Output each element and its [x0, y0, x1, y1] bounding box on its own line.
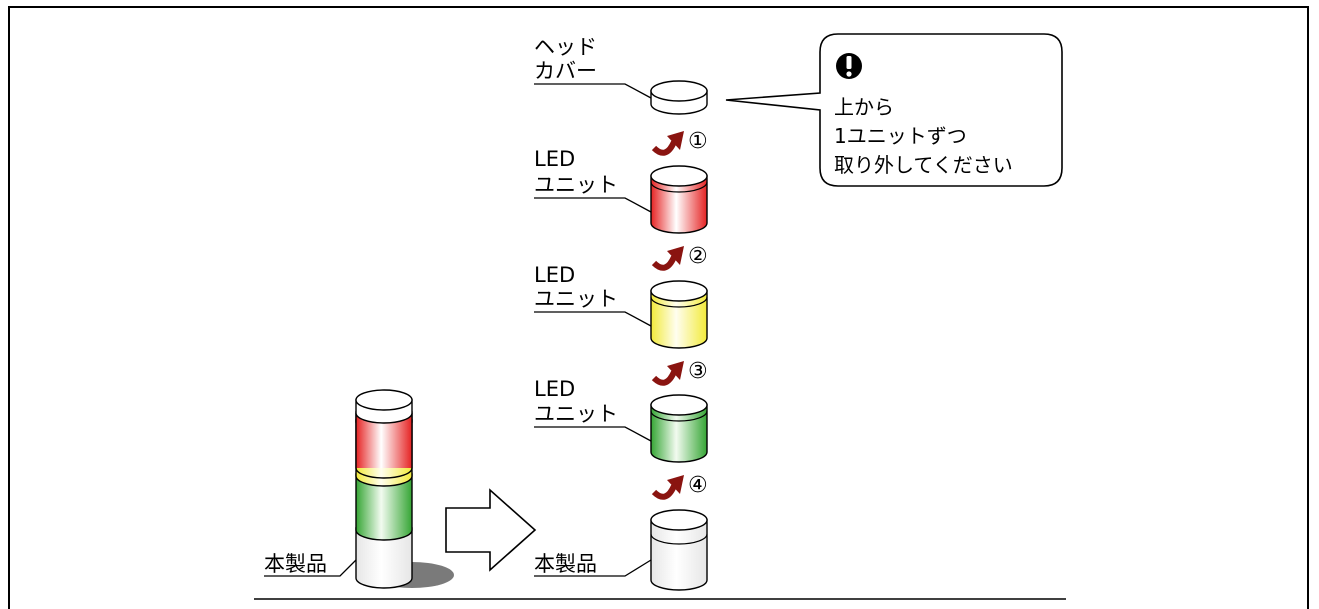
led-unit-label-line1: LED: [534, 377, 575, 401]
remove-arrow-icon: [651, 484, 677, 500]
diagram-frame: [8, 6, 1309, 609]
remove-arrow-icon: [651, 255, 677, 271]
leader-line: [264, 559, 357, 577]
step-number: ①: [688, 129, 708, 154]
callout-line2: 1ユニットずつ: [834, 124, 967, 148]
product-label-right: 本製品: [534, 552, 597, 576]
exclamation-icon: [836, 53, 862, 79]
callout-line3: 取り外してください: [834, 153, 1013, 177]
led-unit-red: [650, 165, 708, 234]
product-base: [650, 509, 708, 591]
green-tier: [355, 473, 413, 541]
head-cover: [650, 80, 708, 115]
step-number: ③: [688, 359, 708, 384]
led-unit-yellow: [650, 280, 708, 349]
product-label-left: 本製品: [264, 552, 327, 576]
big-arrow-icon: [445, 488, 537, 572]
led-unit-label-line2: ユニット: [534, 402, 618, 426]
led-unit-label-line1: LED: [534, 263, 575, 287]
step-number: ②: [688, 244, 708, 269]
head-cover-label-line2: カバー: [534, 59, 597, 83]
head-cover-top: [355, 389, 413, 411]
step-number: ④: [688, 473, 708, 498]
led-unit-label-line1: LED: [534, 147, 575, 171]
led-unit-label-line2: ユニット: [534, 287, 618, 311]
assembled-product: [355, 389, 454, 589]
callout-line1: 上から: [834, 95, 894, 119]
callout-box: [725, 33, 1063, 187]
remove-arrow-icon: [651, 140, 677, 156]
led-unit-green: [650, 394, 708, 463]
led-unit-label-line2: ユニット: [534, 173, 618, 197]
head-cover-label-line1: ヘッド: [534, 35, 597, 59]
remove-arrow-icon: [651, 370, 677, 386]
